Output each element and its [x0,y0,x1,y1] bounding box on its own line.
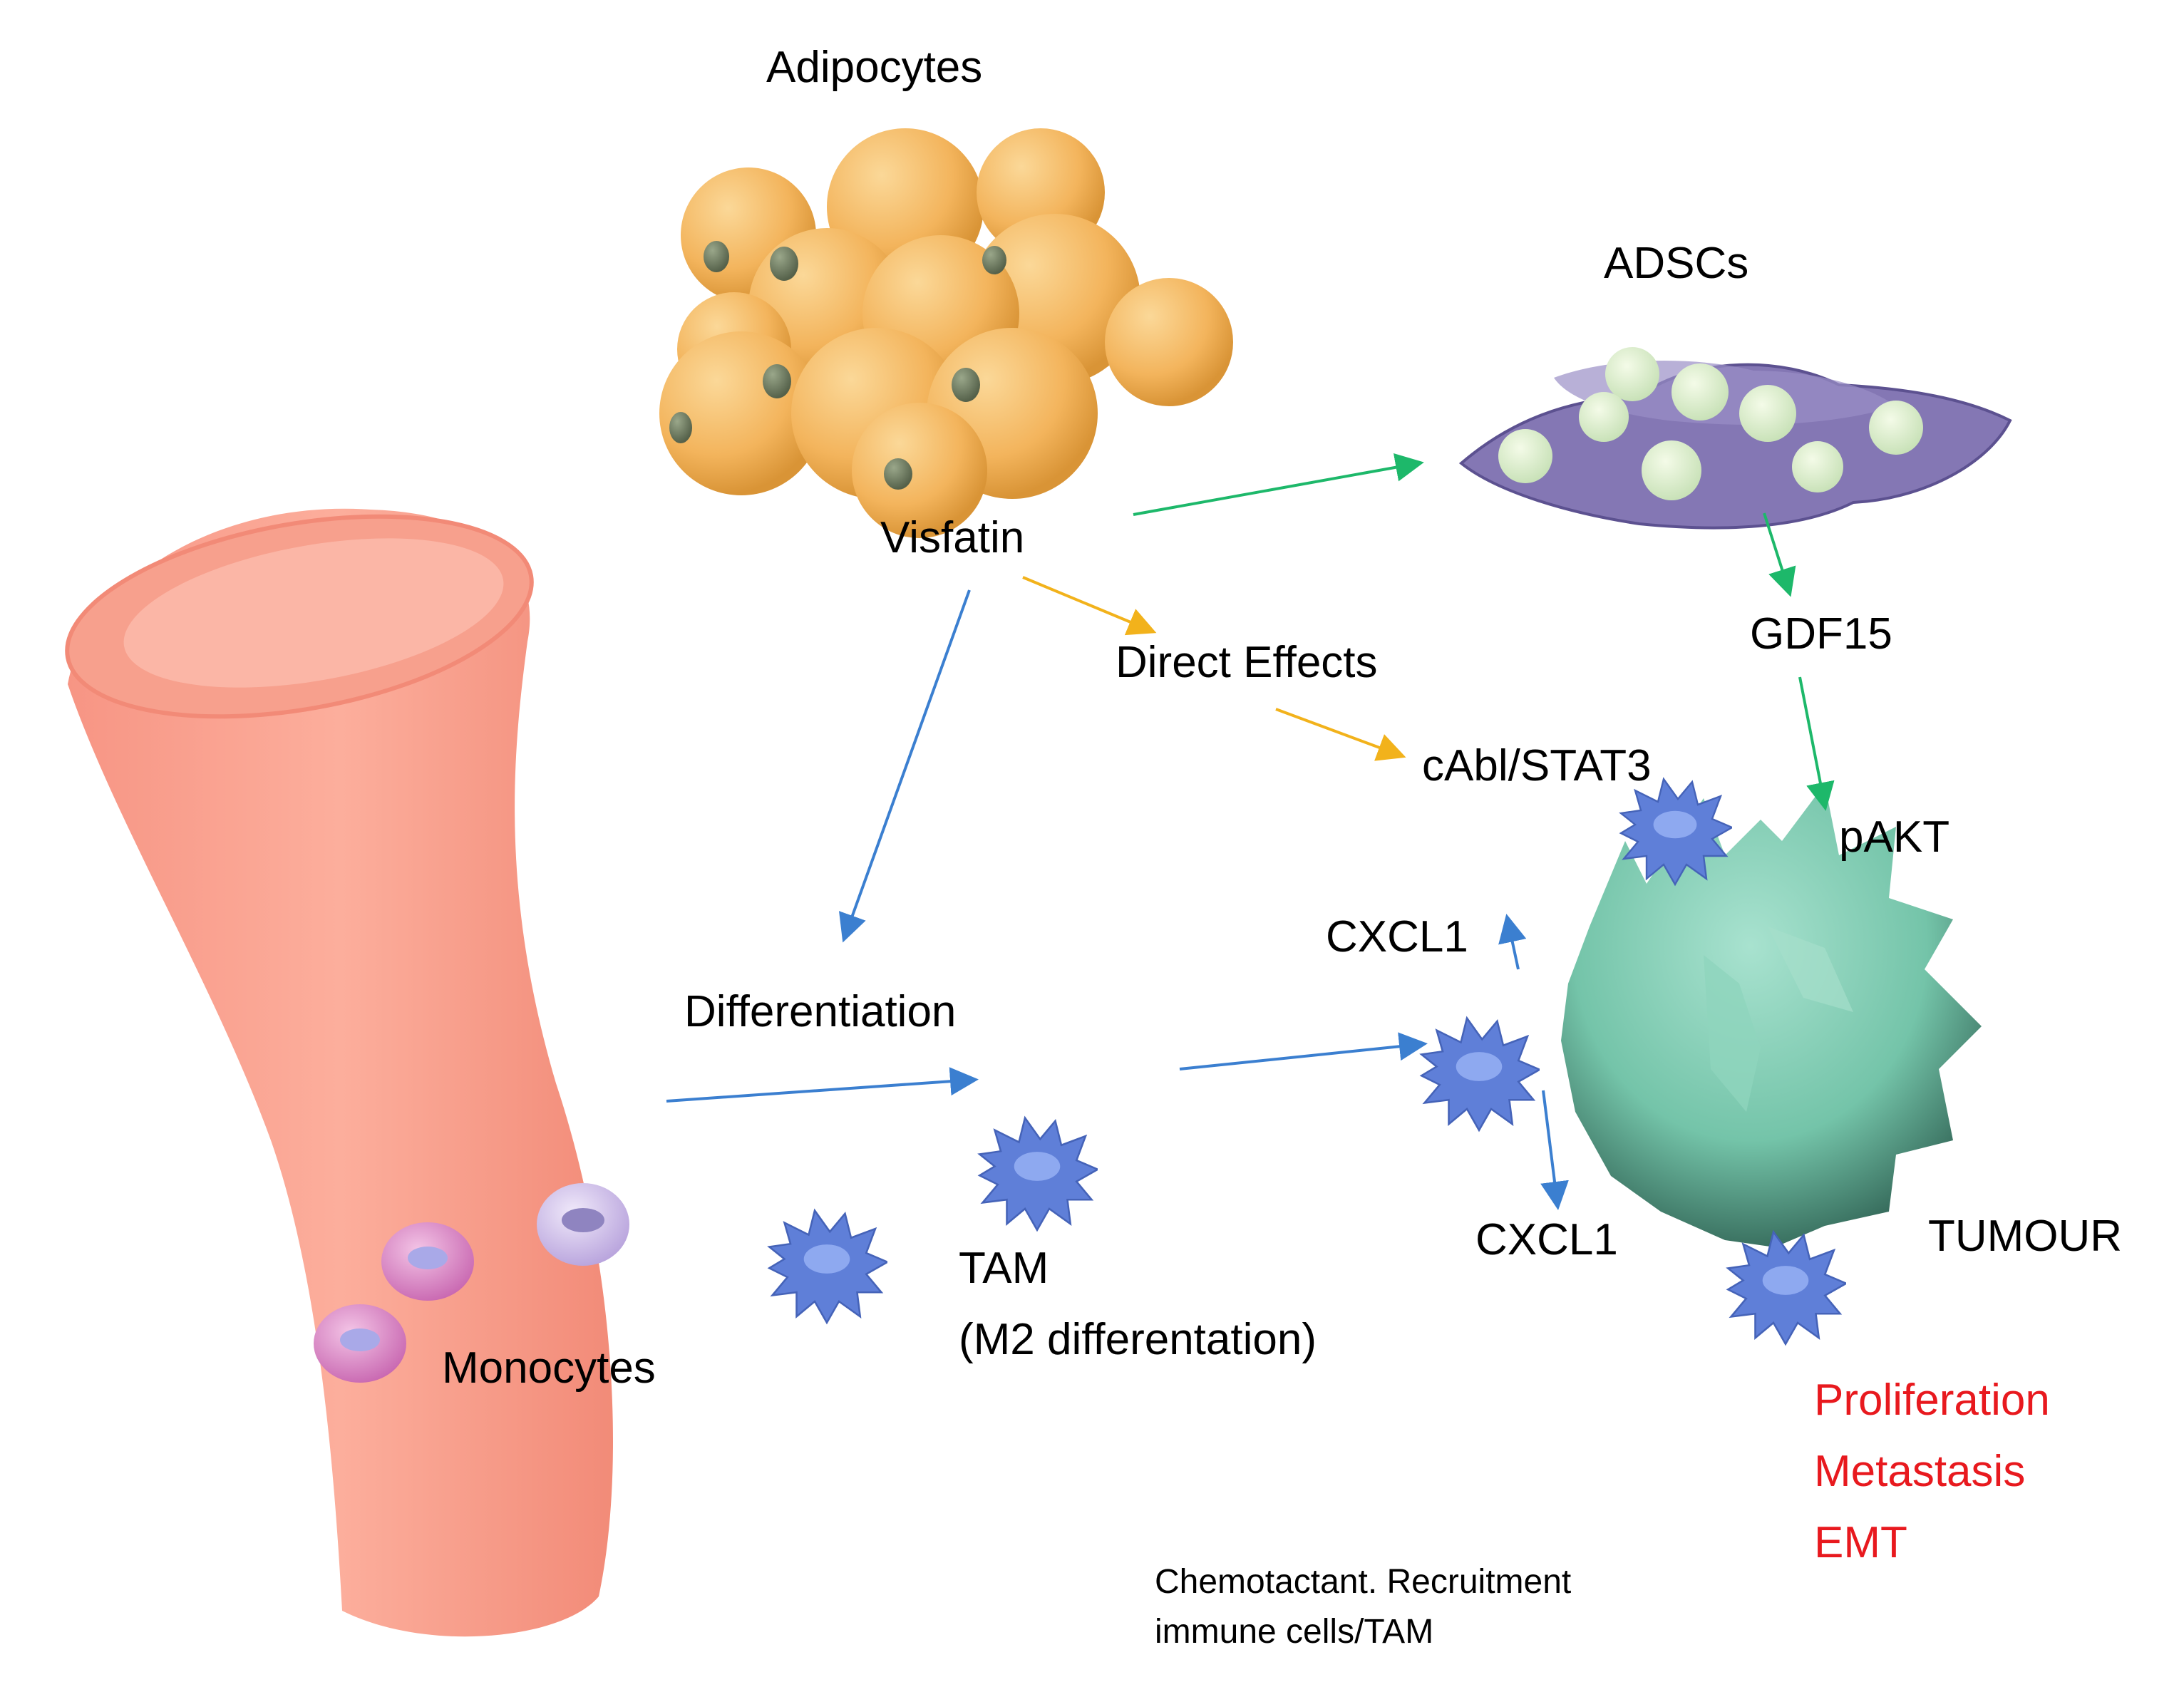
arrow-visfatin-to-adscs [1133,453,1424,516]
outcome-emt: EMT [1814,1518,1907,1567]
footnote-line-2: immune cells/TAM [1155,1613,1433,1651]
adsc-cells [1458,347,2012,530]
adipocyte-cluster [659,128,1233,538]
footnote-line-1: Chemotactant. Recruitment [1155,1563,1571,1601]
arrow-direct-effects-to-cabl [1275,708,1406,761]
label-visfatin: Visfatin [880,513,1024,562]
outcome-proliferation: Proliferation [1814,1376,2050,1425]
diagram-labels: Adipocytes ADSCs Visfatin GDF15 Direct E… [442,43,2122,1651]
arrow-to-cxcl1-top [1498,914,1527,970]
label-tam: TAM [959,1244,1049,1293]
label-cxcl1-top: CXCL1 [1326,912,1468,961]
label-direct-effects: Direct Effects [1116,638,1378,687]
pathway-arrows [666,453,1835,1210]
label-differentiation: Differentiation [684,987,956,1036]
arrow-to-cxcl1-bottom [1540,1090,1569,1210]
label-tumour: TUMOUR [1928,1212,2122,1261]
label-gdf15: GDF15 [1750,609,1892,659]
label-pakt: pAKT [1839,812,1949,862]
monocyte-cells [314,1183,629,1383]
tumour-cell [1561,784,1982,1247]
label-cxcl1-bottom: CXCL1 [1475,1215,1618,1264]
arrow-tam-to-tumour-tam [1179,1032,1428,1070]
arrow-visfatin-to-direct-effects [1022,576,1157,636]
label-adipocytes: Adipocytes [766,43,982,92]
arrow-gdf15-to-pakt [1798,676,1835,811]
label-cabl-stat3: cAbl/STAT3 [1422,741,1652,790]
arrow-vessel-to-tam [666,1067,979,1103]
arrow-adscs-to-gdf15 [1763,512,1796,597]
arrow-visfatin-to-differentiation [838,589,971,943]
blood-vessel [65,508,613,1637]
label-tam-m2: (M2 differentation) [959,1315,1317,1364]
label-adscs: ADSCs [1604,239,1748,288]
outcome-metastasis: Metastasis [1814,1447,2025,1496]
label-monocytes: Monocytes [442,1343,656,1393]
